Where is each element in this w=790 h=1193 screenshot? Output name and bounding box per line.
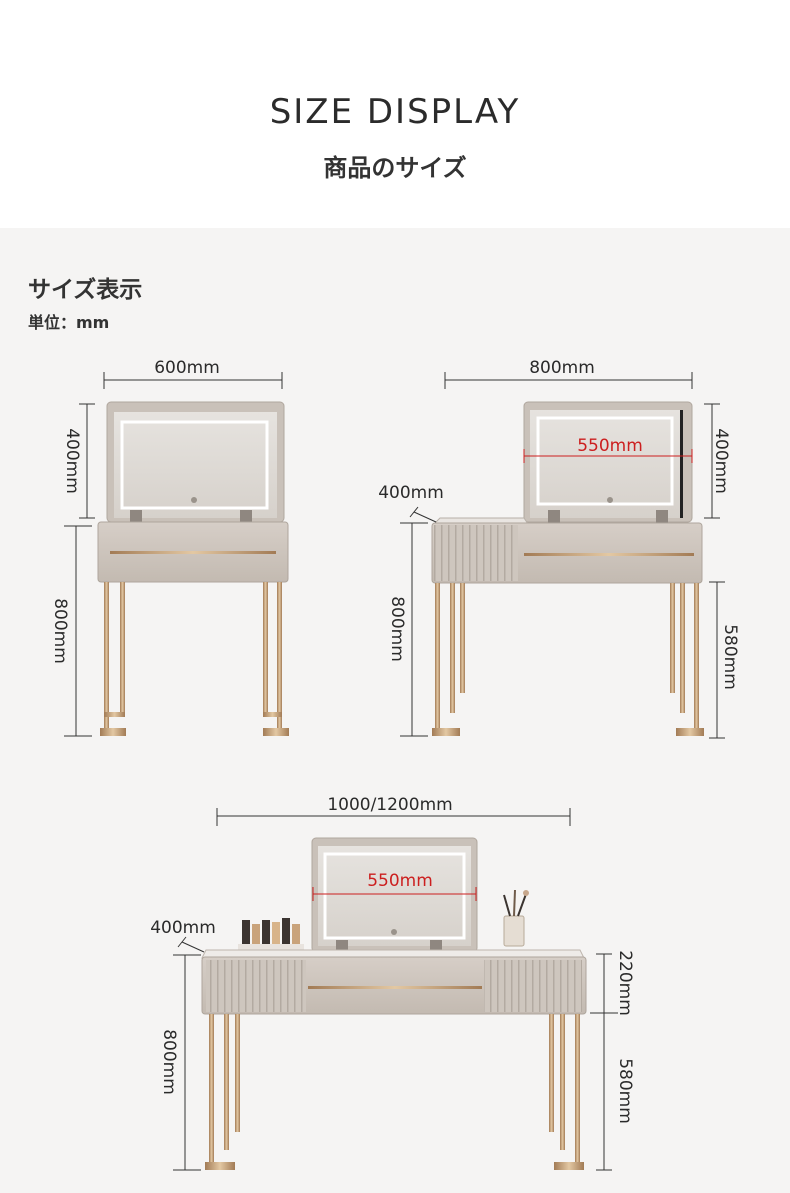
height-label: 800mm xyxy=(159,1029,179,1095)
leg-height-label: 580mm xyxy=(615,1058,635,1124)
unit-label: 単位：mm xyxy=(28,313,110,332)
width-label: 800mm xyxy=(529,358,595,378)
page-title: SIZE DISPLAY xyxy=(269,92,521,132)
brush-cup-decor xyxy=(503,889,529,947)
cosmetics-decor xyxy=(238,918,304,950)
depth-label: 400mm xyxy=(378,483,444,503)
height-label: 800mm xyxy=(387,596,407,662)
top-height-label: 220mm xyxy=(615,950,635,1016)
width-label: 600mm xyxy=(154,358,220,378)
page-subtitle: 商品のサイズ xyxy=(323,154,467,182)
vanity-side-view: 800mm 550mm 400mm xyxy=(378,358,740,739)
leg-height-label: 580mm xyxy=(720,624,740,690)
header: SIZE DISPLAY 商品のサイズ xyxy=(0,0,790,228)
size-panel xyxy=(0,228,790,1193)
width-label: 1000/1200mm xyxy=(327,795,452,815)
vanity-front-view: 600mm 400mm 800mm xyxy=(50,358,289,737)
vanity-wide-view: 1000/1200mm 550mm xyxy=(150,795,635,1171)
section-title: サイズ表示 xyxy=(28,277,143,303)
mirror-height-label: 400mm xyxy=(62,428,82,494)
mirror-height-label: 400mm xyxy=(711,428,731,494)
depth-label: 400mm xyxy=(150,918,216,938)
mirror-width-label: 550mm xyxy=(367,871,433,891)
mirror-width-label: 550mm xyxy=(577,436,643,456)
height-label: 800mm xyxy=(50,598,70,664)
